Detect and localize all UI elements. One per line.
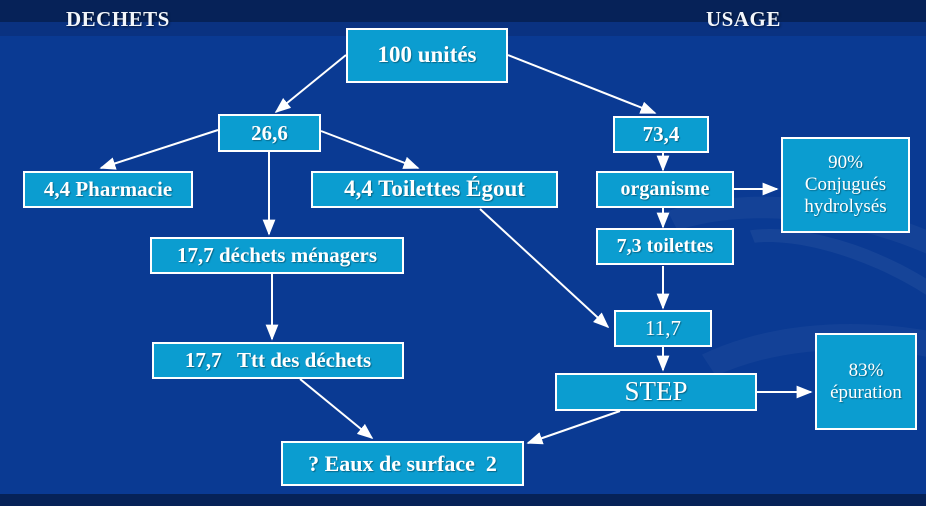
n-pharmacie-label: 4,4 Pharmacie <box>43 177 173 202</box>
n-266-label: 26,6 <box>251 120 288 145</box>
n-90-conjugues-line-3: hydrolysés <box>804 195 887 217</box>
n-organisme[interactable]: organisme <box>596 171 734 208</box>
a-266-to-toilettes <box>320 130 420 169</box>
n-83-epuration-line-2: épuration <box>830 381 902 403</box>
background-band-top <box>0 0 926 22</box>
n-117[interactable]: 11,7 <box>614 310 712 347</box>
column-header-usage: USAGE <box>706 7 781 31</box>
n-83-epuration[interactable]: 83%épuration <box>815 333 917 430</box>
n-73-toilettes[interactable]: 7,3 toilettes <box>596 228 734 265</box>
n-eaux-surface-label: ? Eaux de surface 2 <box>308 450 497 476</box>
a-100-to-266 <box>274 54 347 114</box>
a-toilettes-to-117 <box>479 208 610 329</box>
a-100-to-734 <box>507 54 657 114</box>
n-266[interactable]: 26,6 <box>218 114 321 152</box>
n-83-epuration-line-1: 83% <box>848 359 884 381</box>
n-100-unites[interactable]: 100 unités <box>346 28 508 83</box>
a-step-to-eaux <box>526 410 621 445</box>
n-90-conjugues-line-2: Conjugués <box>804 174 887 196</box>
n-eaux-surface[interactable]: ? Eaux de surface 2 <box>281 441 524 486</box>
n-toilettes-egout[interactable]: 4,4 Toilettes Égout <box>311 171 558 208</box>
n-dechets-menagers[interactable]: 17,7 déchets ménagers <box>150 237 404 274</box>
n-ttt-dechets[interactable]: 17,7 Ttt des déchets <box>152 342 404 379</box>
n-step-label: STEP <box>624 376 688 407</box>
a-266-to-pharmacie <box>99 129 219 170</box>
n-pharmacie[interactable]: 4,4 Pharmacie <box>23 171 193 208</box>
n-ttt-dechets-label: 17,7 Ttt des déchets <box>184 348 372 373</box>
n-toilettes-egout-label: 4,4 Toilettes Égout <box>344 176 525 202</box>
n-73-toilettes-label: 7,3 toilettes <box>616 235 714 257</box>
n-734-label: 73,4 <box>642 122 680 147</box>
n-100-unites-label: 100 unités <box>377 42 477 68</box>
n-734[interactable]: 73,4 <box>613 116 709 153</box>
n-step[interactable]: STEP <box>555 373 757 411</box>
a-ttt-to-eaux <box>299 378 374 440</box>
n-117-label: 11,7 <box>645 316 681 341</box>
n-90-conjugues-line-1: 90% <box>828 152 863 174</box>
n-organisme-label: organisme <box>620 178 710 200</box>
background-band-bottom <box>0 494 926 506</box>
n-dechets-menagers-label: 17,7 déchets ménagers <box>176 243 378 268</box>
column-header-dechets: DECHETS <box>66 7 170 31</box>
